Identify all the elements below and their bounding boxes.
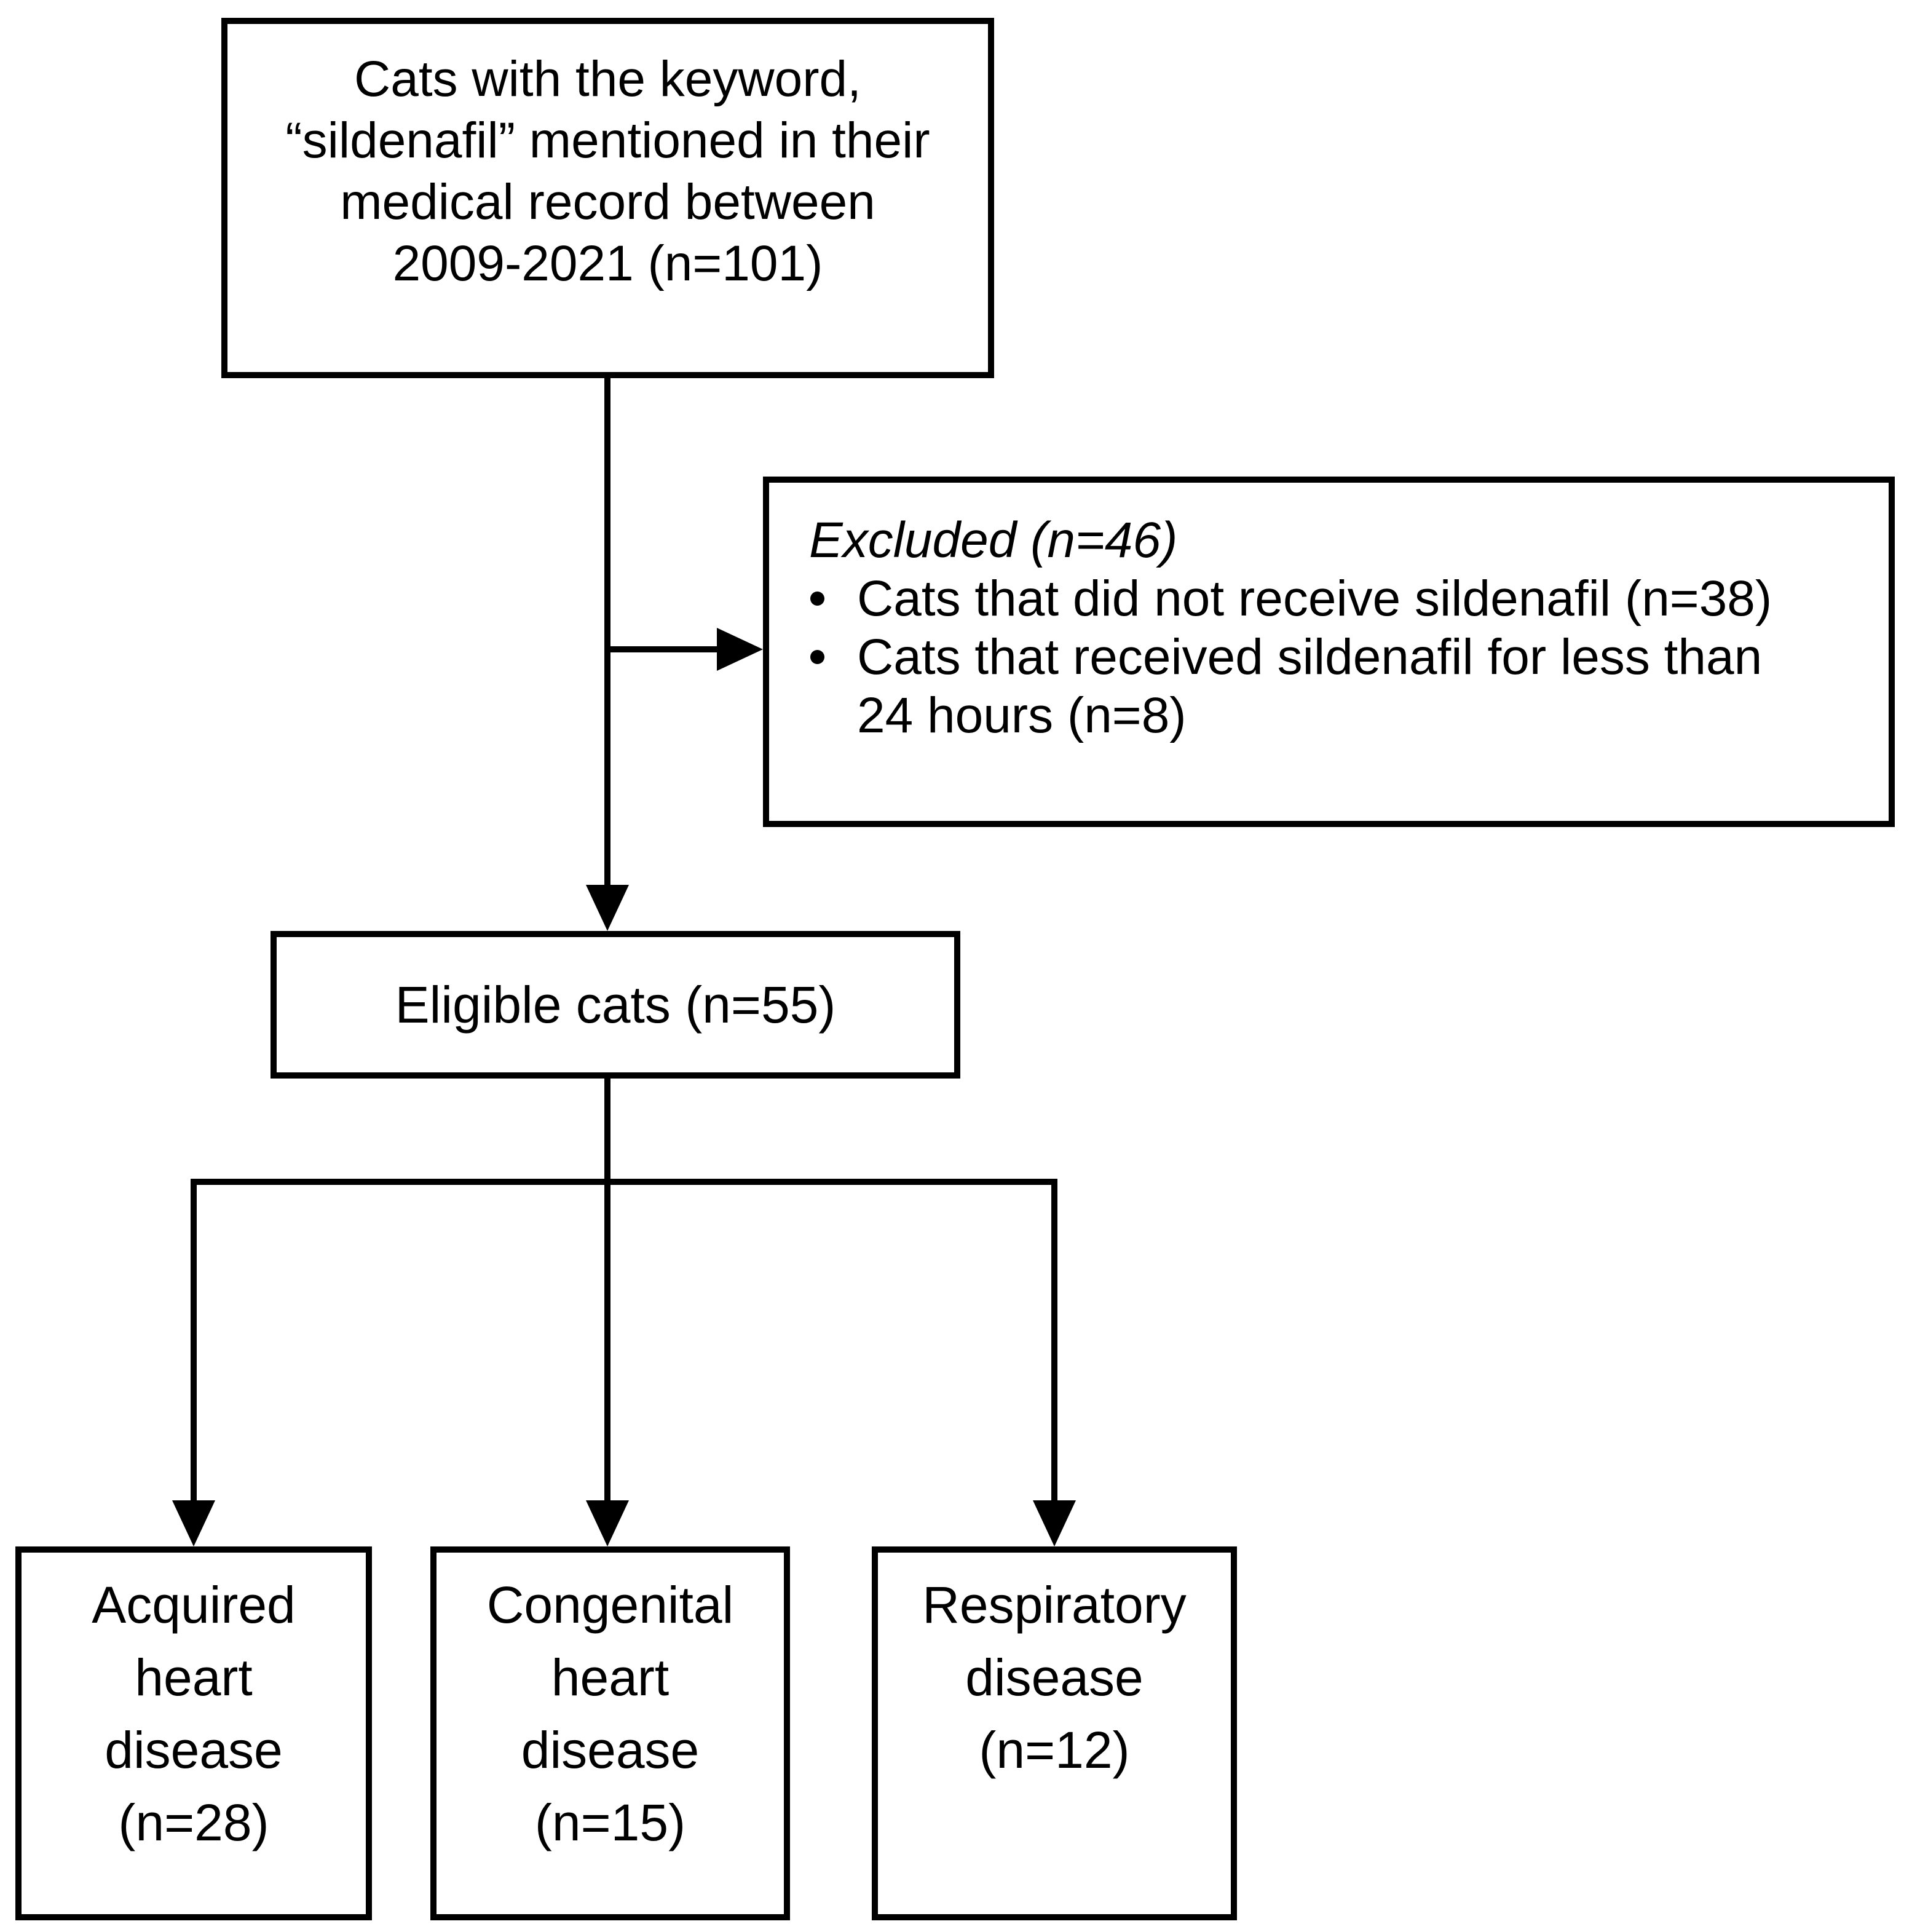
acquired-line-4: (n=28) <box>118 1794 269 1851</box>
excluded-bullet-2: Cats that received sildenafil for less t… <box>809 628 1870 745</box>
arrowhead-into-congenital-icon <box>586 1500 629 1546</box>
initial-cohort-line-2: “sildenafil” mentioned in their <box>285 113 930 168</box>
initial-cohort-line-1: Cats with the keyword, <box>354 51 861 107</box>
congenital-line-3: disease <box>521 1721 700 1779</box>
box-initial-cohort: Cats with the keyword, “sildenafil” ment… <box>221 18 994 378</box>
acquired-line-1: Acquired <box>92 1576 296 1634</box>
respiratory-line-1: Respiratory <box>922 1576 1187 1634</box>
arrowhead-into-acquired-icon <box>172 1500 215 1546</box>
box-excluded: Excluded (n=46) Cats that did not receiv… <box>763 477 1895 827</box>
initial-cohort-line-3: medical record between <box>340 174 875 230</box>
respiratory-line-3: (n=12) <box>979 1721 1130 1779</box>
box-acquired-heart-disease: Acquired heart disease (n=28) <box>15 1546 372 1920</box>
box-respiratory-disease: Respiratory disease (n=12) <box>872 1546 1237 1920</box>
arrowhead-into-excluded-icon <box>717 628 763 671</box>
excluded-bullet-2-line-1: Cats that received sildenafil for less t… <box>857 629 1763 685</box>
respiratory-line-2: disease <box>965 1649 1144 1706</box>
acquired-line-3: disease <box>105 1721 283 1779</box>
congenital-line-2: heart <box>551 1649 670 1706</box>
arrowhead-into-respiratory-icon <box>1033 1500 1076 1546</box>
excluded-bullet-list: Cats that did not receive sildenafil (n=… <box>809 569 1870 745</box>
excluded-heading: Excluded (n=46) <box>809 512 1178 568</box>
congenital-line-1: Congenital <box>486 1576 734 1634</box>
excluded-bullet-1-line-1: Cats that did not receive sildenafil (n=… <box>857 571 1772 627</box>
connector-to-acquired-shaft <box>191 1179 197 1500</box>
box-eligible-cats: Eligible cats (n=55) <box>271 931 960 1079</box>
connector-initial-to-eligible-shaft <box>604 378 610 888</box>
connector-eligible-to-congenital-shaft <box>604 1079 610 1500</box>
branch-horizontal-line <box>191 1179 1057 1185</box>
initial-cohort-line-4: 2009-2021 (n=101) <box>392 236 823 291</box>
connector-to-excluded-shaft <box>604 646 721 652</box>
eligible-cats-label: Eligible cats (n=55) <box>395 975 836 1034</box>
acquired-line-2: heart <box>135 1649 253 1706</box>
box-congenital-heart-disease: Congenital heart disease (n=15) <box>430 1546 790 1920</box>
excluded-bullet-1: Cats that did not receive sildenafil (n=… <box>809 569 1870 628</box>
connector-to-respiratory-shaft <box>1051 1179 1057 1500</box>
excluded-bullet-2-line-2: 24 hours (n=8) <box>857 687 1187 743</box>
congenital-line-4: (n=15) <box>534 1794 686 1851</box>
arrowhead-into-eligible-icon <box>586 885 629 931</box>
